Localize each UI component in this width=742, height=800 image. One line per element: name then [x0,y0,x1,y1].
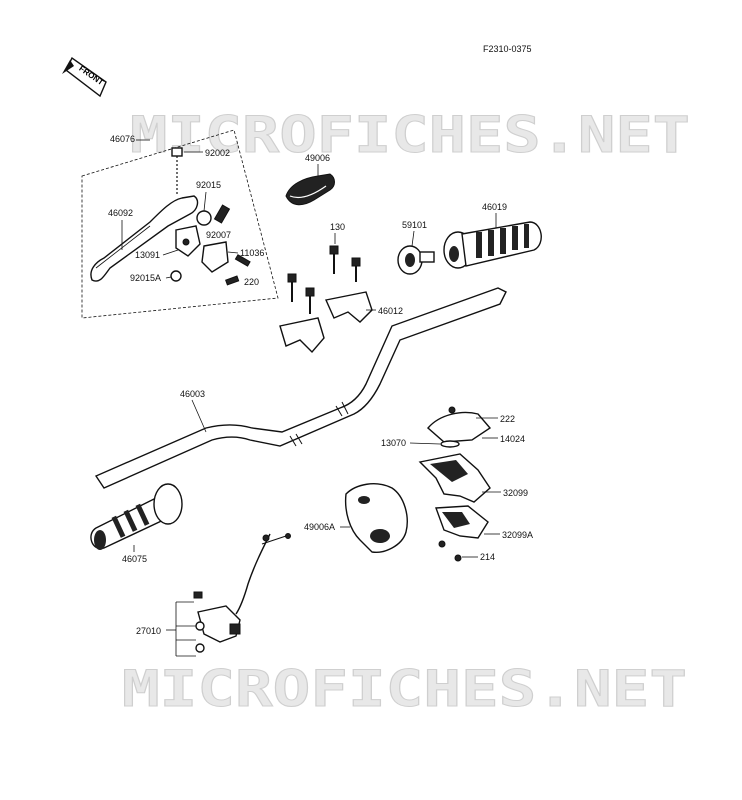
label-49006A: 49006A [304,522,335,532]
figure-code: F2310-0375 [483,44,532,54]
label-49006: 49006 [305,153,330,163]
label-11036: 11036 [240,248,264,258]
label-59101: 59101 [402,220,427,230]
label-13091: 13091 [135,250,160,260]
watermark-bottom: MICROFICHES.NET [122,660,687,718]
kill-switch [193,533,291,653]
label-14024: 14024 [500,434,525,444]
bolt-11036 [234,254,251,267]
front-arrow-icon: FRONT [62,56,107,98]
label-46092: 46092 [108,208,133,218]
label-92015A: 92015A [130,273,161,283]
handlebar-holders [279,291,373,354]
screw-214b [438,540,446,548]
throttle-housing-lower-32099A [435,505,489,539]
label-92015: 92015 [196,180,221,190]
washer-92015 [196,210,212,226]
screw-220 [225,275,240,286]
lever-cover [285,173,335,206]
bolt-92002 [171,147,183,196]
handlebar [94,287,507,489]
kill-switch-bracket [166,601,196,657]
label-92007: 92007 [206,230,231,240]
left-grip [90,483,183,550]
label-130: 130 [330,222,345,232]
label-46003: 46003 [180,389,205,399]
label-27010: 27010 [136,626,161,636]
label-222: 222 [500,414,515,424]
label-46019: 46019 [482,202,507,212]
screw-92007 [213,204,231,224]
clutch-lever [90,195,199,282]
right-grip [443,221,542,269]
throttle-cover-14024 [427,411,492,443]
watermark-top: MICROFICHES.NET [130,106,690,164]
throttle-body-49006A [344,483,408,553]
label-214: 214 [480,552,495,562]
throttle-housing-32099 [418,453,491,503]
washer-92015A [170,270,182,282]
screw-214 [454,554,462,562]
label-32099: 32099 [503,488,528,498]
label-46076: 46076 [110,134,135,144]
label-46075: 46075 [122,554,147,564]
throttle-cable-guide [397,245,435,275]
label-32099A: 32099A [502,530,533,540]
washer-13070 [440,440,460,448]
lever-holder [175,225,229,273]
lever-group-box [81,129,279,319]
label-46012: 46012 [378,306,403,316]
bolts-130 [287,245,361,314]
label-92002: 92002 [205,148,230,158]
label-13070: 13070 [381,438,406,448]
label-220: 220 [244,277,259,287]
